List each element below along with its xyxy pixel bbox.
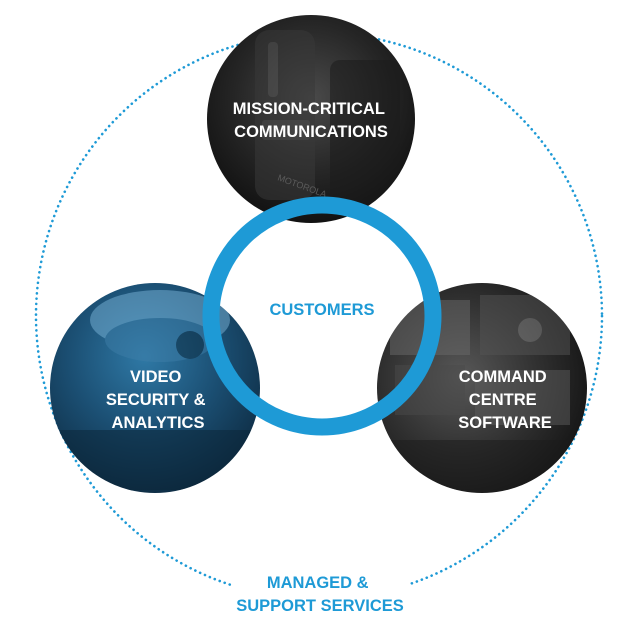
mission-critical-label: MISSION-CRITICAL COMMUNICATIONS xyxy=(233,100,389,141)
command-centre-label: COMMAND CENTRE SOFTWARE xyxy=(458,368,552,432)
customers-ring xyxy=(202,196,442,436)
customers-label: CUSTOMERS xyxy=(269,301,374,319)
mission-critical-line-1: MISSION-CRITICAL xyxy=(233,100,385,118)
command-centre-line-2: CENTRE xyxy=(469,391,537,409)
video-security-line-2: SECURITY & xyxy=(106,391,206,409)
video-security-line-1: VIDEO xyxy=(130,368,182,386)
managed-services-line-2: SUPPORT SERVICES xyxy=(236,597,404,615)
video-security-line-3: ANALYTICS xyxy=(112,414,205,432)
managed-services-label: MANAGED & SUPPORT SERVICES xyxy=(236,574,404,615)
managed-services-line-1: MANAGED & xyxy=(267,574,369,592)
command-centre-line-1: COMMAND xyxy=(459,368,547,386)
command-centre-line-3: SOFTWARE xyxy=(458,414,552,432)
video-security-label: VIDEO SECURITY & ANALYTICS xyxy=(106,368,210,432)
managed-label-backdrop xyxy=(232,568,410,620)
mission-critical-line-2: COMMUNICATIONS xyxy=(234,123,388,141)
mission-critical-circle: MOTOROLA xyxy=(207,15,415,223)
